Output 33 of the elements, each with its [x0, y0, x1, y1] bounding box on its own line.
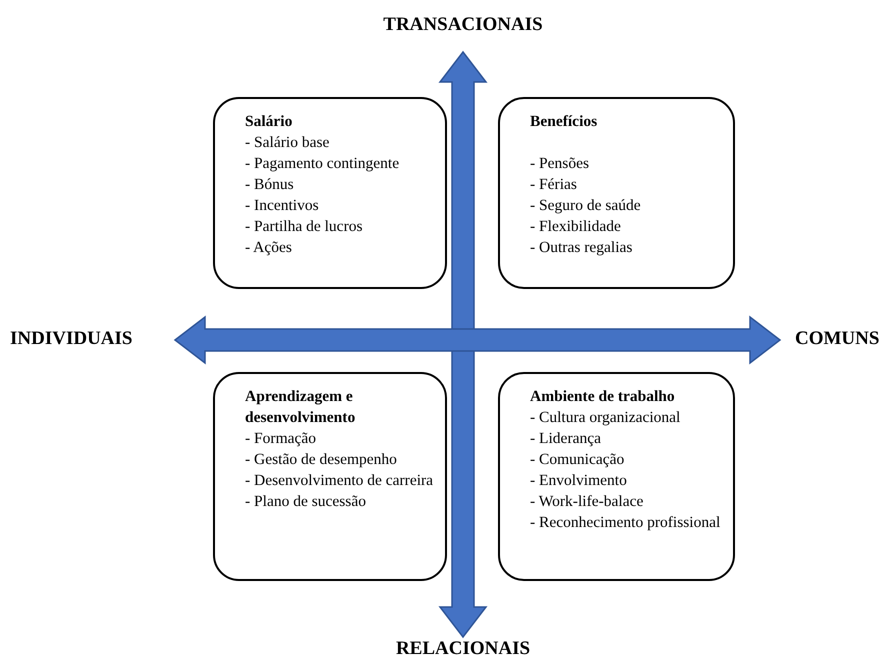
box-heading: Aprendizagem e desenvolvimento	[245, 387, 356, 428]
list-item: - Desenvolvimento de carreira	[245, 471, 434, 491]
list-item: - Comunicação	[530, 450, 626, 470]
list-item: - Outras regalias	[530, 238, 634, 258]
list-item: - Pensões	[530, 154, 590, 174]
list-item: - Salário base	[245, 133, 330, 153]
list-item: - Cultura organizacional	[530, 408, 682, 428]
quadrant-box	[498, 372, 735, 581]
list-item: - Partilha de lucros	[245, 217, 364, 237]
list-item: - Formação	[245, 429, 318, 449]
list-item: - Work-life-balace	[530, 492, 644, 512]
list-item: - Incentivos	[245, 196, 320, 216]
list-item: - Liderança	[530, 429, 602, 449]
list-item: - Pagamento contingente	[245, 154, 400, 174]
box-heading: Ambiente de trabalho	[530, 387, 676, 407]
list-item: - Plano de sucessão	[245, 492, 367, 512]
list-item: - Gestão de desempenho	[245, 450, 398, 470]
list-item: - Envolvimento	[530, 471, 628, 491]
box-heading: Benefícios	[530, 112, 598, 132]
list-item: - Ações	[245, 238, 293, 258]
axis-label: COMUNS	[795, 328, 880, 350]
list-item: - Seguro de saúde	[530, 196, 642, 216]
axis-label: RELACIONAIS	[396, 638, 530, 660]
box-heading: Salário	[245, 112, 294, 132]
axis-label: INDIVIDUAIS	[10, 328, 132, 350]
quadrant-box	[498, 97, 735, 289]
list-item: - Reconhecimento profissional	[530, 513, 722, 533]
quadrant-box	[213, 372, 447, 581]
list-item: - Férias	[530, 175, 578, 195]
list-item: - Flexibilidade	[530, 217, 622, 237]
quadrant-box	[213, 97, 447, 289]
list-item: - Bónus	[245, 175, 295, 195]
axis-label: TRANSACIONAIS	[383, 14, 543, 36]
